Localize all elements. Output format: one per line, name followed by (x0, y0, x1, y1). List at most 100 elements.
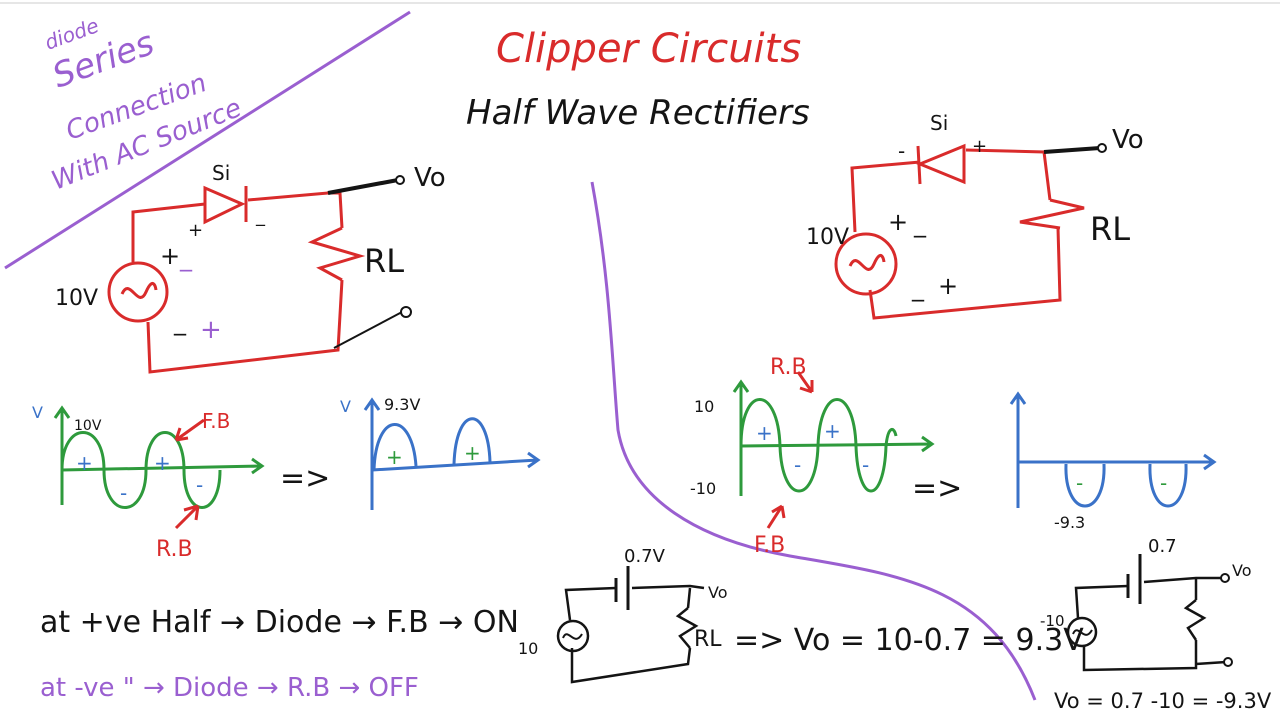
right-eq-output-label: Vo (1232, 561, 1252, 580)
left-input-neg-2: - (196, 473, 203, 497)
left-transform-arrow: => (280, 461, 330, 496)
right-circuit: Si - + RL 10V + _ _ + Vo (806, 111, 1144, 320)
left-output-pulse-1 (372, 423, 418, 471)
note-negative-half: at -ve " → Diode → R.B → OFF (40, 673, 419, 703)
right-circuit-wire-top (965, 148, 1052, 201)
left-rb-label: R.B (156, 537, 193, 562)
right-input-pos-1: + (756, 421, 773, 445)
corner-divider-line (4, 10, 411, 270)
left-eq-source-label: 10 (518, 639, 538, 658)
center-divider-line (590, 181, 1037, 701)
right-circuit-wire-bottom (868, 227, 1062, 320)
left-output-terminal-top (395, 175, 405, 185)
left-output-pos-1: + (386, 445, 403, 469)
right-output-pulse-1 (1064, 463, 1106, 508)
left-circuit-wire (131, 202, 206, 262)
left-input-peak-label: 10V (74, 418, 102, 434)
left-output-lead-bottom (333, 311, 403, 349)
right-diode-label: Si (930, 111, 948, 135)
right-equivalent-circuit: 0.7 -10 Vo Vo = 0.7 -10 = -9.3V (1040, 536, 1272, 713)
right-source-label: 10V (806, 225, 849, 250)
left-resistor (307, 226, 366, 282)
right-output-y-axis (1009, 391, 1027, 508)
left-eq-source-wave (562, 633, 583, 640)
left-output-pos-2: + (464, 441, 481, 465)
right-output-neg-1: - (1076, 471, 1083, 495)
right-output-trough-label: -9.3 (1054, 513, 1085, 532)
right-output-waveform: -9.3 - - (1009, 391, 1217, 532)
left-eq-equation: => Vo = 10-0.7 = 9.3V (734, 623, 1084, 658)
left-input-waveform: V 10V + + - - F.B R.B (32, 403, 265, 562)
left-output-waveform: V 9.3V + + (340, 395, 541, 510)
left-source-minus-purple: _ (179, 244, 193, 272)
right-eq-drop-label: 0.7 (1148, 536, 1177, 557)
right-eq-terminal-bottom (1223, 657, 1233, 667)
left-output-peak-label: 9.3V (384, 395, 420, 414)
left-eq-drop-label: 0.7V (624, 546, 666, 567)
left-ac-source-wave (120, 281, 158, 299)
left-input-pos-1: + (76, 451, 93, 475)
left-eq-source (556, 619, 590, 653)
left-ac-source (107, 261, 169, 323)
left-circuit-wire-bottom (146, 279, 344, 374)
left-diode-minus: _ (255, 206, 266, 227)
left-input-x-axis (61, 457, 265, 475)
right-input-sine (739, 398, 898, 493)
right-input-waveform: 10 -10 + + - - R.B F.B (690, 355, 935, 558)
right-diode-minus: - (898, 139, 905, 163)
right-source-minus-bottom: _ (911, 274, 925, 302)
right-output-neg-2: - (1160, 471, 1167, 495)
right-resistor-label: RL (1090, 210, 1130, 248)
left-input-neg-1: - (120, 481, 127, 505)
right-input-x-axis (740, 435, 935, 453)
left-input-y-label: V (32, 403, 43, 422)
page-title: Clipper Circuits (496, 26, 801, 72)
left-eq-wire (564, 584, 705, 684)
right-output-lead-top (1043, 146, 1101, 154)
left-output-terminal-bottom (400, 306, 412, 318)
right-diode-plus: + (972, 136, 987, 157)
left-rb-arrow (174, 504, 200, 530)
right-resistor (1019, 198, 1085, 230)
left-source-label: 10V (55, 286, 98, 311)
right-input-neg-1: - (794, 453, 801, 477)
right-source-plus-bottom: + (938, 272, 958, 300)
right-output-label: Vo (1112, 125, 1144, 155)
left-resistor-label: RL (364, 242, 404, 280)
right-eq-cell (1126, 554, 1142, 604)
left-output-x-axis (371, 451, 541, 472)
right-output-terminal-top (1097, 143, 1107, 153)
right-transform-arrow: => (912, 471, 962, 506)
right-fb-arrow (766, 504, 786, 529)
left-input-sine (60, 431, 222, 509)
left-eq-load-label: RL (694, 627, 722, 652)
right-eq-wire (1074, 576, 1227, 672)
right-input-bottom-label: -10 (690, 479, 716, 498)
right-eq-resistor (1183, 599, 1207, 641)
left-eq-resistor (675, 607, 699, 649)
left-diode-label: Si (212, 161, 230, 185)
right-eq-equation: Vo = 0.7 -10 = -9.3V (1054, 689, 1272, 713)
left-output-y-label: V (340, 397, 351, 416)
left-source-minus: _ (173, 308, 187, 336)
left-diode-symbol (203, 185, 248, 225)
right-input-top-label: 10 (694, 397, 714, 416)
left-fb-arrow (174, 418, 205, 442)
left-fb-label: F.B (202, 409, 230, 433)
right-eq-source-label: -10 (1040, 612, 1065, 630)
right-eq-terminal-top (1220, 573, 1230, 583)
right-circuit-wire (850, 160, 921, 233)
right-source-minus: _ (913, 210, 927, 238)
right-input-neg-2: - (862, 453, 869, 477)
left-input-pos-2: + (154, 451, 171, 475)
left-output-y-axis (363, 397, 381, 510)
left-source-plus: + (160, 242, 180, 270)
left-eq-cell (614, 566, 630, 610)
right-source-plus: + (888, 208, 908, 236)
right-output-x-axis (1018, 453, 1217, 471)
left-output-pulse-2 (452, 417, 492, 465)
left-eq-output-label: Vo (708, 583, 728, 602)
right-ac-source-wave (848, 253, 886, 271)
right-eq-source-wave (1072, 629, 1093, 636)
